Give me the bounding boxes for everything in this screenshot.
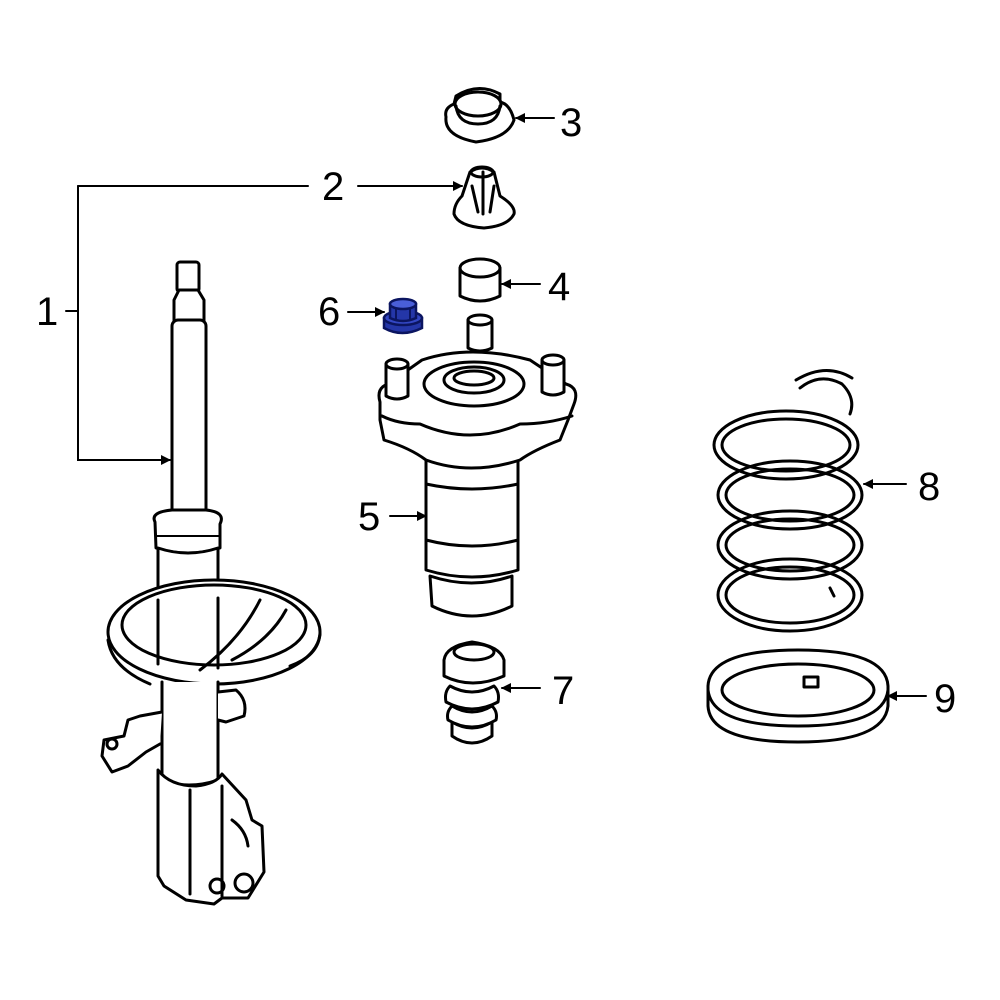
callout-6: 6 <box>318 290 340 334</box>
callout-4: 4 <box>548 265 570 309</box>
strut-mount[interactable] <box>377 313 578 618</box>
mount-nut-cover[interactable] <box>452 165 516 230</box>
callout-9: 9 <box>934 677 956 721</box>
coil-spring[interactable] <box>712 369 864 633</box>
callout-7: 7 <box>552 669 574 713</box>
strut-mount-nut[interactable] <box>382 297 424 335</box>
spring-insulator[interactable] <box>706 648 890 744</box>
callout-8: 8 <box>918 465 940 509</box>
leader-lines <box>65 113 927 701</box>
callout-2: 2 <box>322 165 344 209</box>
callout-3: 3 <box>560 101 582 145</box>
bump-stop[interactable] <box>442 640 506 745</box>
callout-5: 5 <box>358 495 380 539</box>
callout-1: 1 <box>36 290 58 334</box>
strut-assembly[interactable] <box>100 260 322 906</box>
mount-cap[interactable] <box>444 87 516 144</box>
bushing-sleeve[interactable] <box>458 257 502 303</box>
callout-labels: 1 2 3 4 5 6 7 8 9 <box>36 101 956 721</box>
